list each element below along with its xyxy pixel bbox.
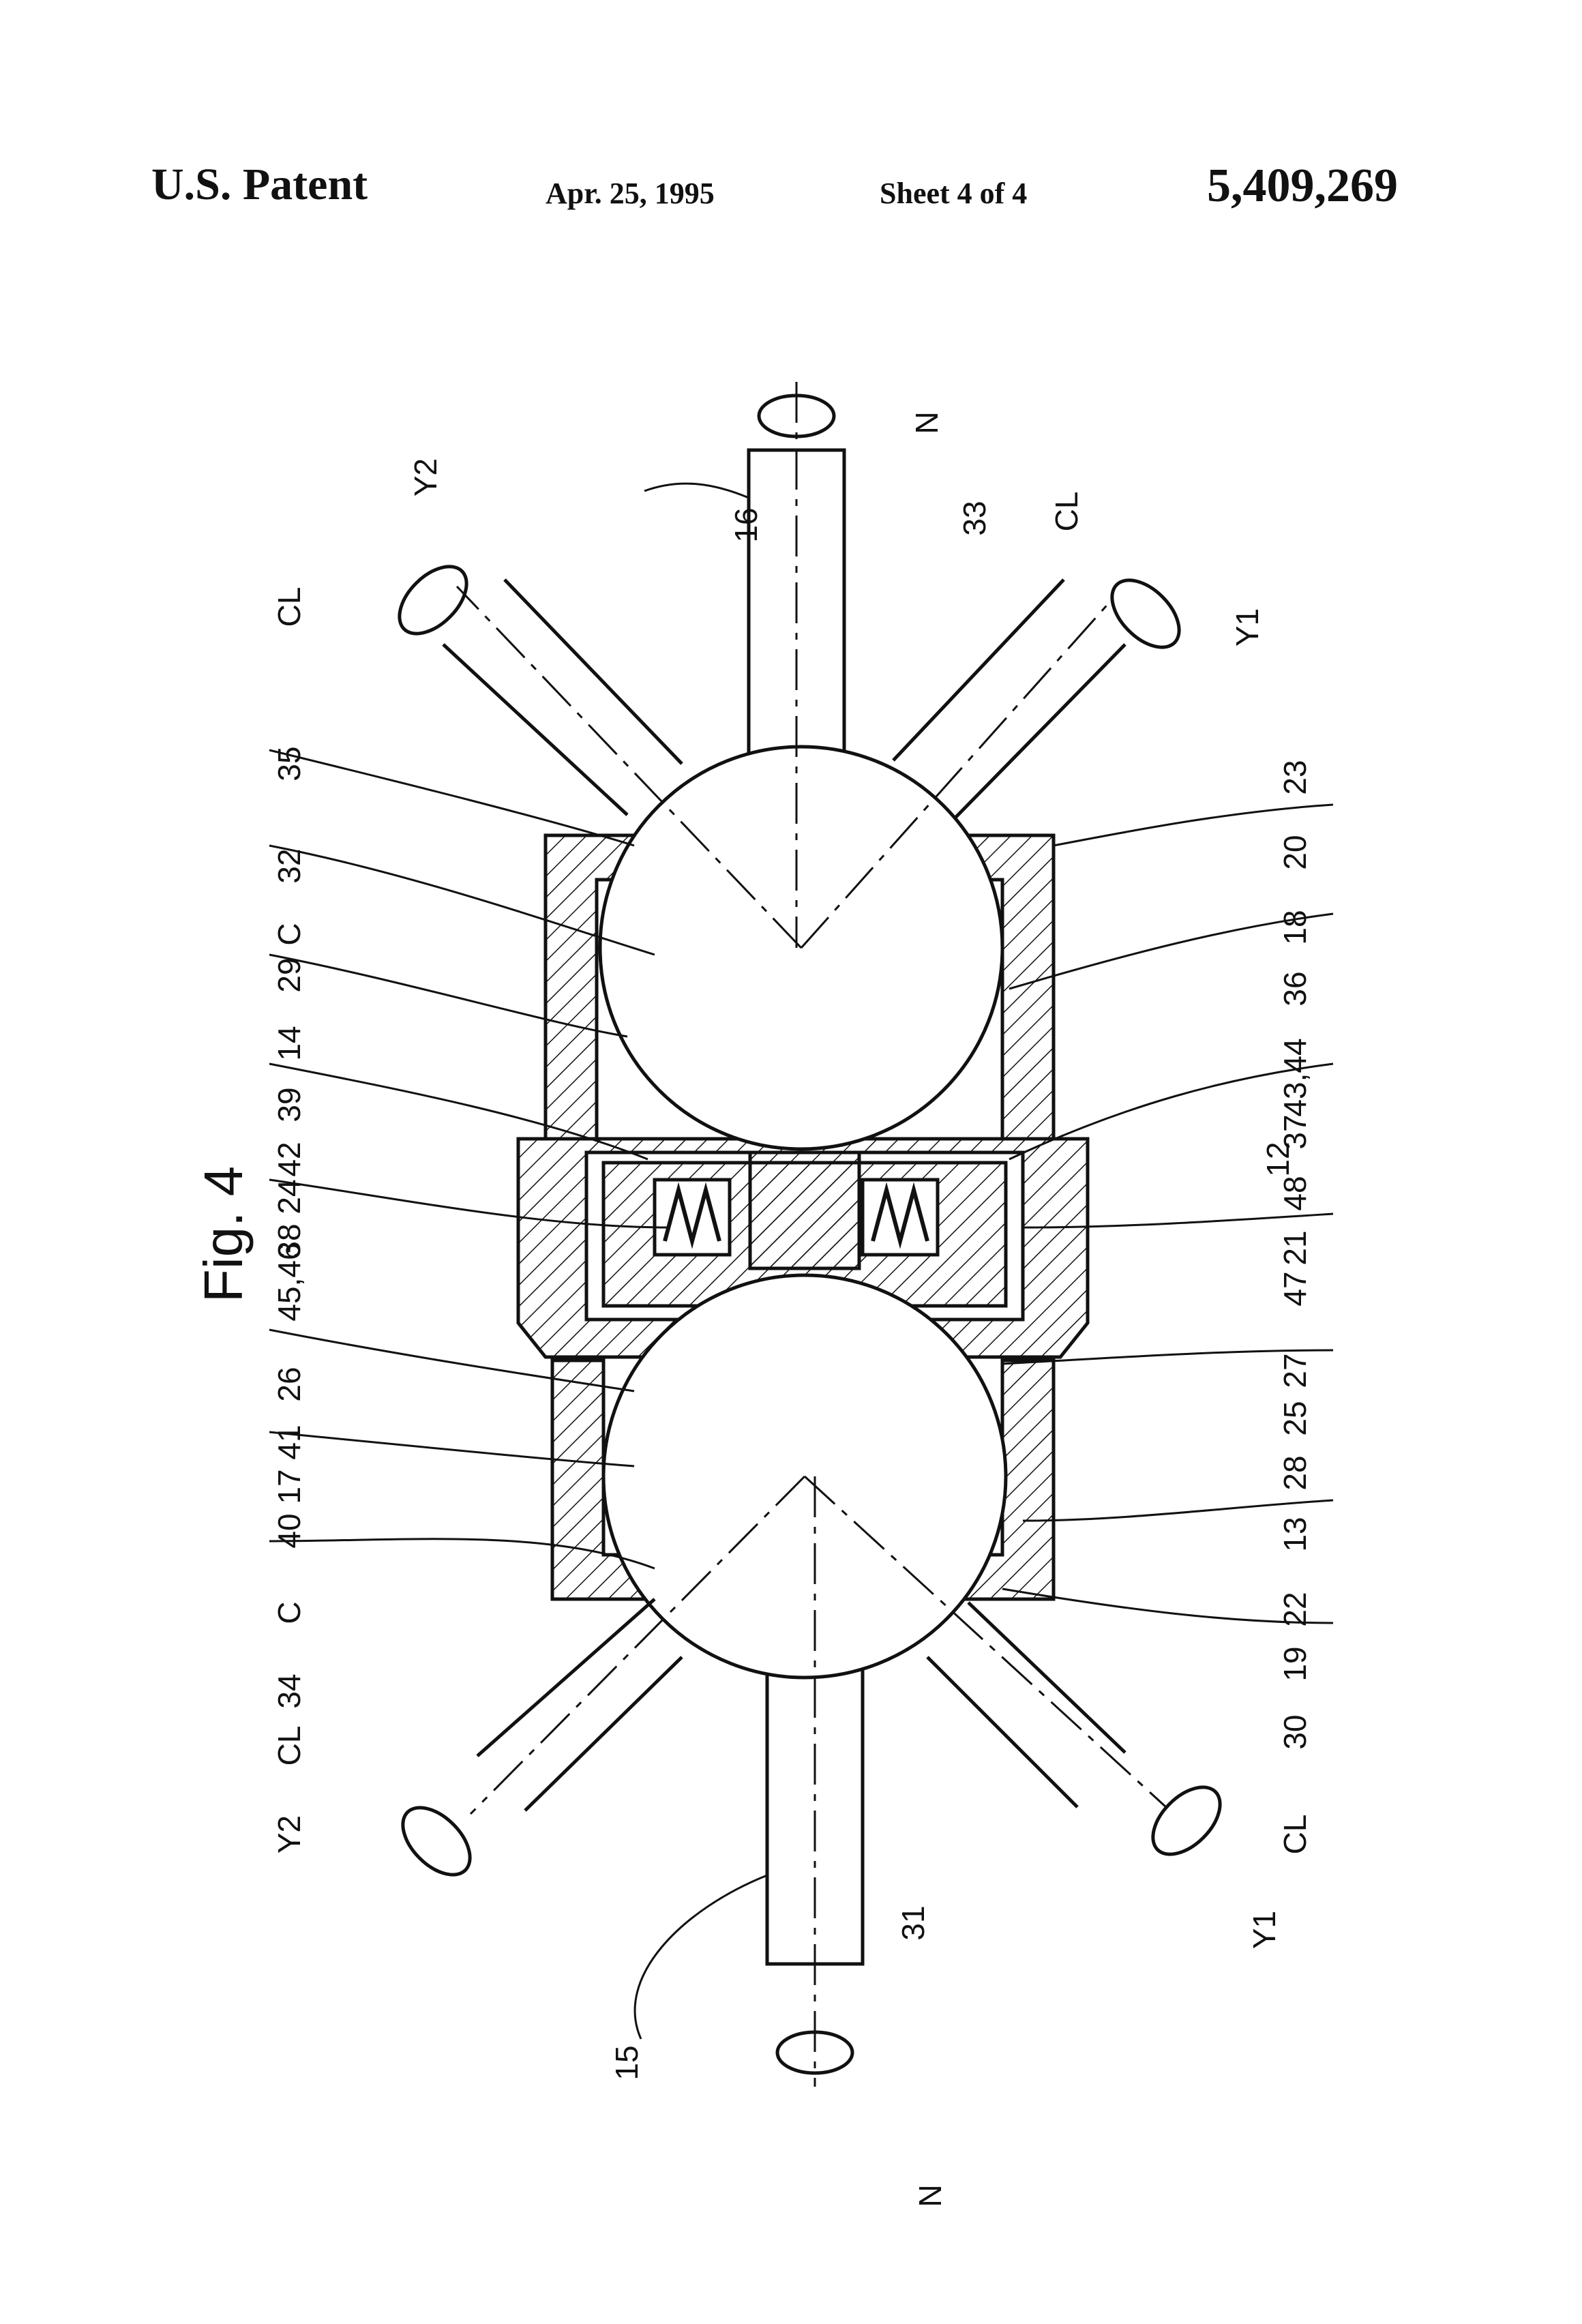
reference-label: N bbox=[909, 411, 944, 434]
reference-label: C bbox=[271, 923, 307, 945]
reference-label: 26 bbox=[271, 1367, 307, 1401]
reference-label: 34 bbox=[271, 1673, 307, 1708]
reference-label: 17 bbox=[271, 1469, 307, 1504]
reference-label: 47 bbox=[1277, 1271, 1313, 1306]
reference-label: 42 bbox=[271, 1142, 307, 1176]
reference-label: Y2 bbox=[271, 1815, 307, 1853]
reference-label: 32 bbox=[271, 848, 307, 883]
reference-label: 41 bbox=[271, 1425, 307, 1459]
reference-label: 22 bbox=[1277, 1592, 1313, 1626]
reference-label: 43,44 bbox=[1277, 1038, 1313, 1116]
reference-label: 33 bbox=[957, 501, 992, 535]
figure-artwork bbox=[269, 382, 1333, 2087]
reference-label: 14 bbox=[271, 1026, 307, 1060]
reference-label: CL bbox=[271, 1726, 307, 1766]
reference-label: 30 bbox=[1277, 1714, 1313, 1749]
reference-label: 13 bbox=[1277, 1517, 1313, 1551]
reference-label: 20 bbox=[1277, 835, 1313, 869]
reference-label: CL bbox=[1049, 492, 1084, 532]
figure-title: Fig. 4 bbox=[193, 1166, 254, 1302]
reference-label: 29 bbox=[271, 957, 307, 992]
reference-label: 15 bbox=[609, 2045, 644, 2080]
reference-label: 24 bbox=[271, 1179, 307, 1214]
reference-label: 18 bbox=[1277, 910, 1313, 944]
reference-label: 35 bbox=[271, 746, 307, 781]
reference-label: Y1 bbox=[1229, 608, 1265, 646]
reference-label: CL bbox=[271, 587, 307, 627]
central-plunger bbox=[750, 1152, 859, 1268]
reference-label: 16 bbox=[728, 507, 764, 542]
reference-label: 31 bbox=[895, 1905, 931, 1940]
reference-label: 25 bbox=[1277, 1401, 1313, 1435]
reference-label: 48 bbox=[1277, 1176, 1313, 1210]
reference-label: Y1 bbox=[1247, 1911, 1282, 1949]
reference-label: 12 bbox=[1260, 1142, 1296, 1176]
reference-label: 28 bbox=[1277, 1455, 1313, 1490]
reference-label: 23 bbox=[1277, 760, 1313, 794]
reference-label: 27 bbox=[1277, 1353, 1313, 1388]
reference-label: CL bbox=[1277, 1815, 1313, 1855]
reference-label: 21 bbox=[1277, 1230, 1313, 1265]
reference-label: 19 bbox=[1277, 1646, 1313, 1681]
reference-label: 36 bbox=[1277, 971, 1313, 1006]
reference-label: 39 bbox=[271, 1087, 307, 1122]
reference-label: C bbox=[271, 1601, 307, 1624]
reference-label: N bbox=[912, 2184, 948, 2207]
reference-label: 45,46 bbox=[271, 1242, 307, 1321]
reference-label: Y2 bbox=[408, 458, 443, 496]
reference-label: 40 bbox=[271, 1513, 307, 1548]
